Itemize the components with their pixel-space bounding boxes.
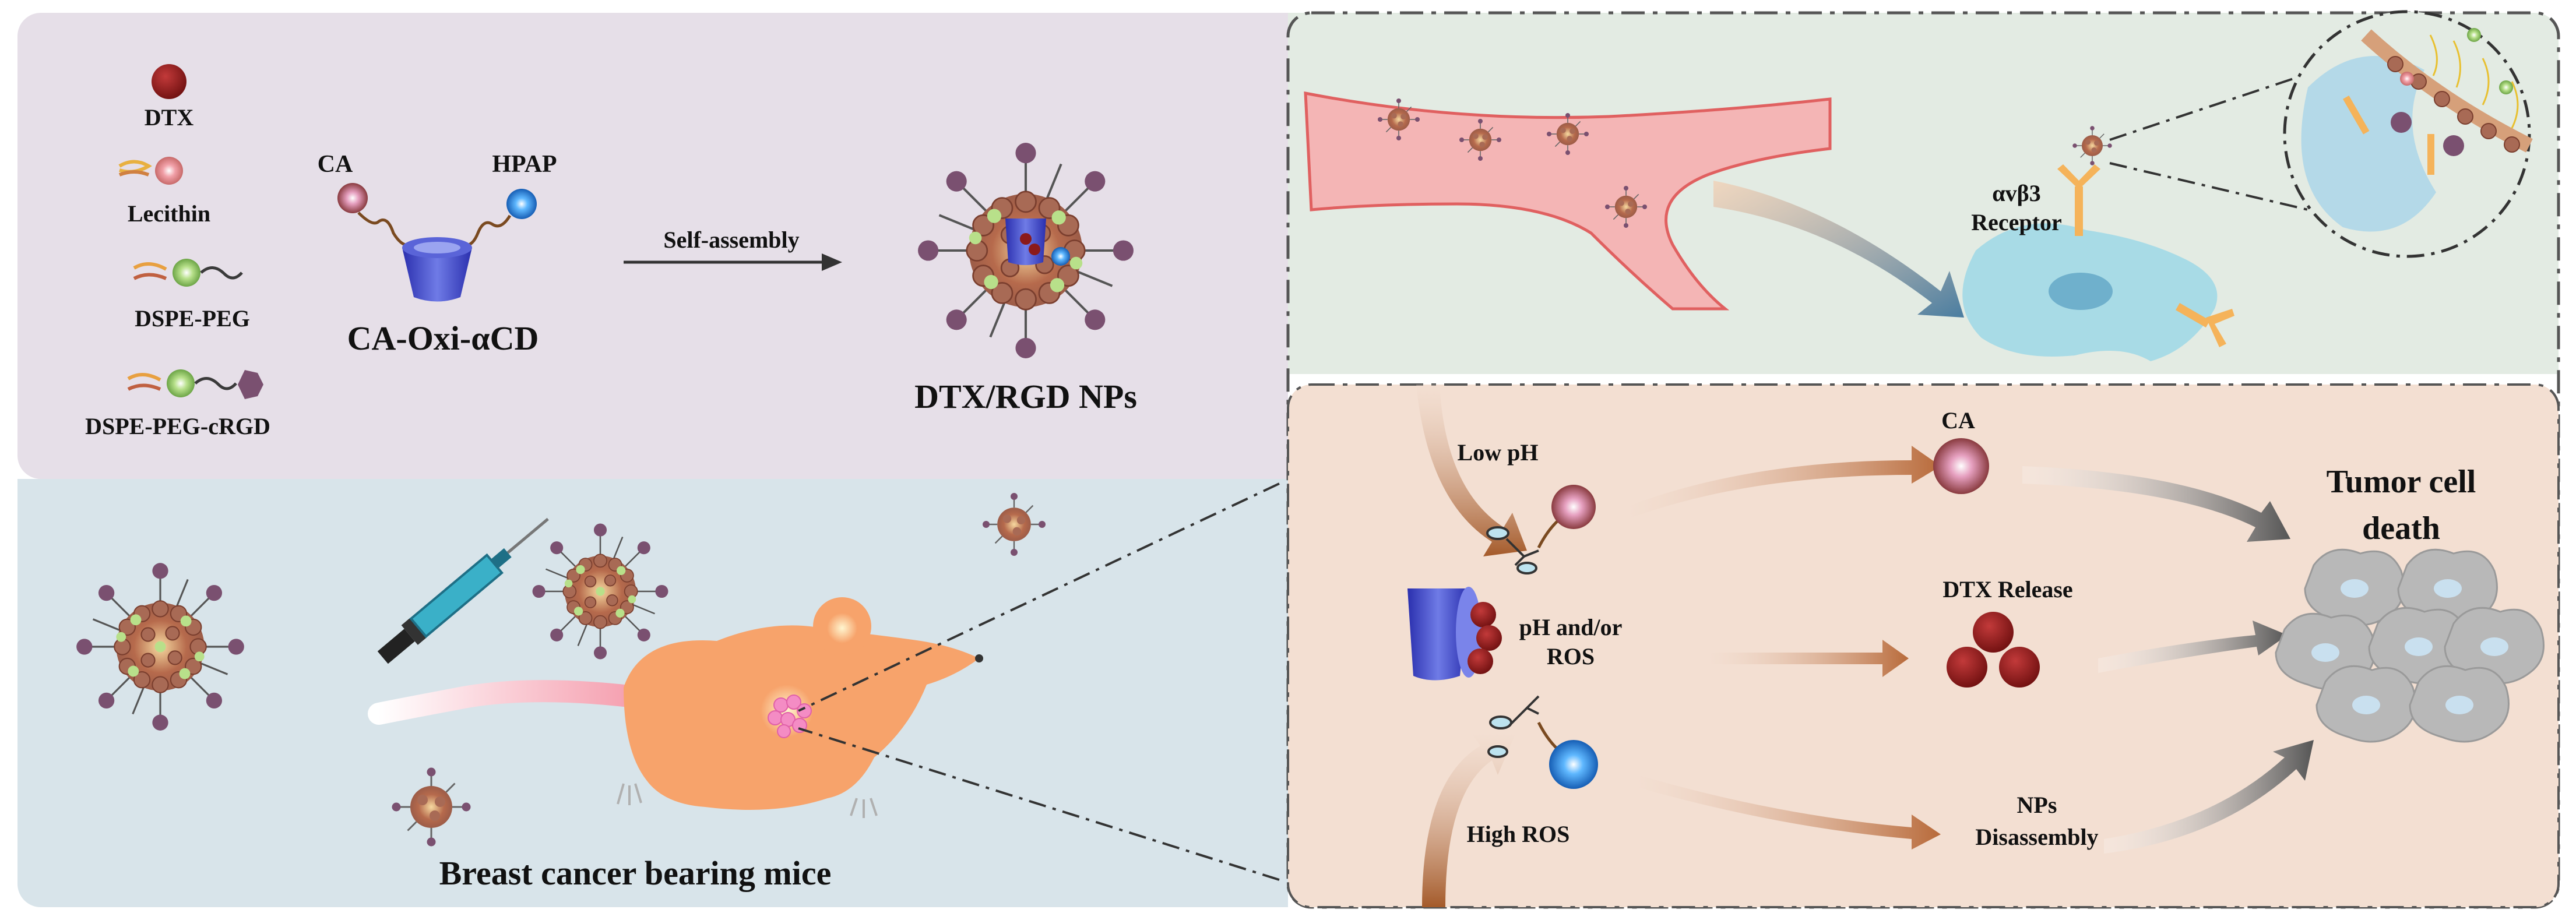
arrow-to-dtx bbox=[1708, 640, 1909, 677]
tumor-death-label-2: death bbox=[2362, 510, 2440, 547]
targeting-arrow bbox=[1713, 181, 1964, 318]
nps-label-2: Disassembly bbox=[1975, 824, 2098, 850]
hpap-label: HPAP bbox=[492, 151, 557, 178]
tumor-icon bbox=[761, 685, 813, 738]
cyclodextrin-carrier bbox=[1407, 485, 1598, 789]
mouse-illustration bbox=[368, 597, 983, 818]
syringe-icon bbox=[377, 517, 549, 664]
ca-release-icon bbox=[1933, 438, 1989, 494]
components-panel: DTX Lecithin DSPE-PEG DSPE-PE bbox=[17, 13, 1288, 479]
receptor-label-2: Receptor bbox=[1971, 209, 2061, 235]
ca-label: CA bbox=[318, 151, 353, 178]
targeting-panel: αvβ3 Receptor bbox=[798, 10, 2560, 909]
hpap-icon bbox=[506, 189, 537, 219]
dtx-rgd-nanoparticle: DTX/RGD NPs bbox=[914, 143, 1137, 415]
product-label: DTX/RGD NPs bbox=[914, 378, 1137, 415]
cyclodextrin-icon bbox=[402, 237, 472, 302]
lecithin-legend-icon bbox=[118, 157, 183, 185]
receptor-icon bbox=[2057, 164, 2234, 347]
arrow-disassembly-to-death bbox=[2104, 740, 2314, 854]
zoom-inset bbox=[2109, 10, 2533, 258]
nps-label-1: NPs bbox=[2017, 792, 2057, 818]
ca-icon bbox=[337, 183, 368, 213]
ca-release-label: CA bbox=[1941, 407, 1975, 433]
nanoparticle-top bbox=[532, 523, 669, 660]
arrow-ca-to-death bbox=[2022, 466, 2290, 542]
zoom-line-bottom bbox=[798, 727, 1280, 881]
ph-ros-label-2: ROS bbox=[1547, 643, 1595, 669]
dspe-peg-crgd-legend-icon bbox=[127, 369, 263, 399]
release-panel: Low pH High ROS pH and/or ROS bbox=[1287, 383, 2560, 908]
dspe-peg-crgd-label: DSPE-PEG-cRGD bbox=[85, 413, 270, 439]
high-ros-label: High ROS bbox=[1467, 821, 1570, 847]
self-assembly-label: Self-assembly bbox=[663, 227, 799, 253]
dtx-label: DTX bbox=[145, 104, 194, 131]
low-ph-arrow bbox=[1416, 385, 1527, 556]
ca-oxi-acd-molecule: CA HPAP CA-Oxi-αCD bbox=[318, 151, 557, 357]
high-ros-arrow bbox=[1422, 733, 1515, 907]
dspe-peg-label: DSPE-PEG bbox=[135, 305, 250, 332]
legend: DTX Lecithin DSPE-PEG DSPE-PE bbox=[85, 64, 270, 439]
mouse-caption: Breast cancer bearing mice bbox=[439, 854, 832, 892]
tumor-death-label-1: Tumor cell bbox=[2327, 464, 2476, 500]
mouse-panel: Breast cancer bearing mice bbox=[17, 479, 1288, 907]
blood-vessel bbox=[1304, 91, 1832, 311]
low-ph-label: Low pH bbox=[1458, 439, 1539, 466]
arrow-to-disassembly bbox=[1635, 775, 1941, 849]
arrow-dtx-to-death bbox=[2098, 621, 2288, 673]
dtx-legend-icon bbox=[152, 64, 186, 99]
molecule-name: CA-Oxi-αCD bbox=[347, 319, 539, 357]
dtx-release-icon bbox=[1947, 612, 2040, 688]
nanoparticle-left bbox=[75, 562, 245, 732]
dtx-release-label: DTX Release bbox=[1942, 576, 2072, 602]
tumor-cell-receptor: αvβ3 Receptor bbox=[1962, 125, 2234, 361]
ph-ros-label-1: pH and/or bbox=[1519, 614, 1623, 640]
self-assembly-arrow: Self-assembly bbox=[624, 227, 842, 271]
lecithin-label: Lecithin bbox=[128, 200, 210, 227]
arrow-to-ca bbox=[1626, 446, 1941, 519]
receptor-label-1: αvβ3 bbox=[1992, 180, 2040, 206]
dspe-peg-legend-icon bbox=[133, 259, 243, 287]
